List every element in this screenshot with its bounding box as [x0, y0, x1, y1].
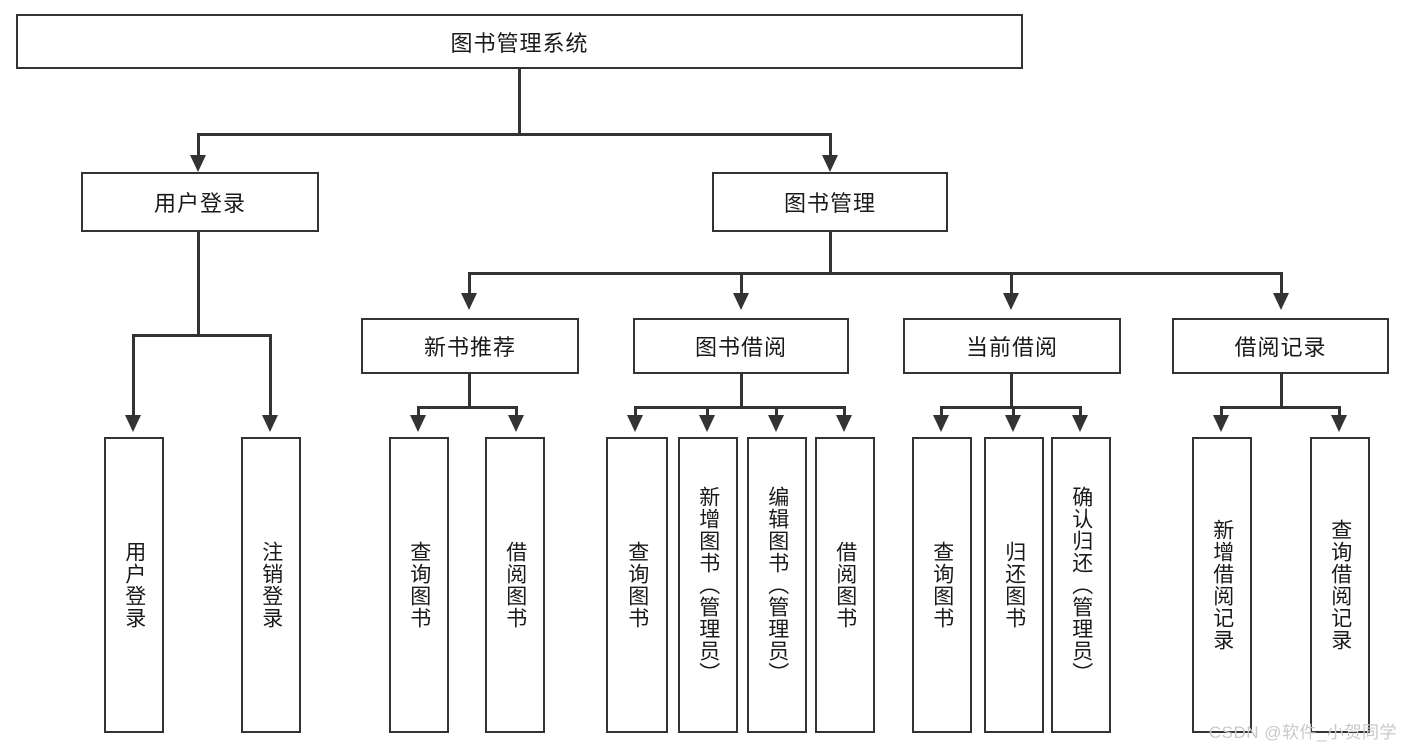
node-label: 图书管理 — [783, 191, 876, 216]
connector-borrow-bus — [634, 406, 846, 409]
connector-book-mgmt-to-records — [1280, 272, 1283, 296]
leaf-query-books-recommend[interactable]: 查询图书 — [389, 437, 449, 733]
connector-root-bus — [197, 133, 831, 136]
arrow-book-mgmt-to-borrow — [733, 293, 749, 310]
node-label: 借阅图书 — [833, 541, 857, 629]
leaf-add-borrow-record[interactable]: 新增借阅记录 — [1192, 437, 1252, 733]
leaf-confirm-return-admin[interactable]: 确认归还（管理员） — [1051, 437, 1111, 733]
connector-new-books-to-leaf-2 — [515, 406, 518, 418]
leaf-edit-book-admin[interactable]: 编辑图书（管理员） — [747, 437, 807, 733]
node-current-borrowing[interactable]: 当前借阅 — [903, 318, 1121, 374]
connector-new-books-to-leaf-1 — [417, 406, 420, 418]
node-book-borrowing[interactable]: 图书借阅 — [633, 318, 849, 374]
node-label: 用户登录 — [153, 191, 246, 216]
node-label: 借阅图书 — [503, 541, 527, 629]
arrow-root-to-user-login — [190, 155, 206, 172]
connector-root-to-book-mgmt — [829, 133, 832, 158]
connector-records-to-leaf-1 — [1220, 406, 1223, 418]
node-label: 注销登录 — [259, 541, 283, 629]
node-label: 新书推荐 — [423, 335, 516, 360]
arrow-current-to-leaf-1 — [933, 415, 949, 432]
connector-user-login-to-leaf-2 — [269, 334, 272, 418]
arrow-current-to-leaf-2 — [1005, 415, 1021, 432]
leaf-logout[interactable]: 注销登录 — [241, 437, 301, 733]
connector-user-login-stem — [197, 232, 200, 336]
node-borrow-records[interactable]: 借阅记录 — [1172, 318, 1389, 374]
node-user-login[interactable]: 用户登录 — [81, 172, 319, 232]
arrow-book-mgmt-to-current — [1003, 293, 1019, 310]
connector-borrow-to-leaf-2 — [706, 406, 709, 418]
node-root-book-management-system[interactable]: 图书管理系统 — [16, 14, 1023, 69]
connector-records-stem — [1280, 374, 1283, 408]
node-book-management[interactable]: 图书管理 — [712, 172, 948, 232]
node-label: 当前借阅 — [965, 335, 1058, 360]
leaf-add-book-admin[interactable]: 新增图书（管理员） — [678, 437, 738, 733]
leaf-user-login[interactable]: 用户登录 — [104, 437, 164, 733]
node-label: 编辑图书（管理员） — [765, 486, 789, 684]
connector-records-bus — [1220, 406, 1340, 409]
connector-borrow-stem — [740, 374, 743, 408]
connector-book-mgmt-bus — [468, 272, 1280, 275]
node-label: 查询图书 — [407, 541, 431, 629]
node-label: 查询图书 — [930, 541, 954, 629]
connector-current-stem — [1010, 374, 1013, 408]
arrow-new-books-to-leaf-2 — [508, 415, 524, 432]
connector-borrow-to-leaf-1 — [634, 406, 637, 418]
node-label: 归还图书 — [1002, 541, 1026, 629]
leaf-borrow-books[interactable]: 借阅图书 — [815, 437, 875, 733]
connector-current-to-leaf-2 — [1012, 406, 1015, 418]
connector-root-stem — [518, 69, 521, 133]
arrow-book-mgmt-to-records — [1273, 293, 1289, 310]
arrow-records-to-leaf-2 — [1331, 415, 1347, 432]
connector-borrow-to-leaf-3 — [775, 406, 778, 418]
arrow-user-login-to-leaf-1 — [125, 415, 141, 432]
node-label: 查询图书 — [625, 541, 649, 629]
arrow-records-to-leaf-1 — [1213, 415, 1229, 432]
arrow-user-login-to-leaf-2 — [262, 415, 278, 432]
connector-book-mgmt-stem — [829, 232, 832, 274]
connector-current-bus — [940, 406, 1082, 409]
connector-user-login-to-leaf-1 — [132, 334, 135, 418]
leaf-query-books-current[interactable]: 查询图书 — [912, 437, 972, 733]
arrow-current-to-leaf-3 — [1072, 415, 1088, 432]
connector-current-to-leaf-3 — [1079, 406, 1082, 418]
node-label: 用户登录 — [122, 541, 146, 629]
leaf-return-books[interactable]: 归还图书 — [984, 437, 1044, 733]
arrow-new-books-to-leaf-1 — [410, 415, 426, 432]
connector-book-mgmt-to-borrow — [740, 272, 743, 296]
connector-borrow-to-leaf-4 — [843, 406, 846, 418]
connector-current-to-leaf-1 — [940, 406, 943, 418]
connector-book-mgmt-to-new-books — [468, 272, 471, 296]
connector-book-mgmt-to-current — [1010, 272, 1013, 296]
node-new-book-recommendation[interactable]: 新书推荐 — [361, 318, 579, 374]
leaf-query-books-borrowing[interactable]: 查询图书 — [606, 437, 668, 733]
watermark-text: CSDN @软件_小贺同学 — [1208, 723, 1397, 742]
connector-new-books-stem — [468, 374, 471, 408]
connector-records-to-leaf-2 — [1338, 406, 1341, 418]
connector-user-login-bus — [132, 334, 269, 337]
arrow-borrow-to-leaf-4 — [836, 415, 852, 432]
leaf-query-borrow-record[interactable]: 查询借阅记录 — [1310, 437, 1370, 733]
connector-root-to-user-login — [197, 133, 200, 158]
arrow-root-to-book-mgmt — [822, 155, 838, 172]
node-label: 确认归还（管理员） — [1069, 486, 1093, 684]
connector-new-books-bus — [417, 406, 518, 409]
leaf-borrow-books-recommend[interactable]: 借阅图书 — [485, 437, 545, 733]
arrow-borrow-to-leaf-1 — [627, 415, 643, 432]
node-label: 借阅记录 — [1234, 335, 1327, 360]
arrow-borrow-to-leaf-2 — [699, 415, 715, 432]
node-label: 图书借阅 — [694, 335, 787, 360]
node-label: 图书管理系统 — [450, 30, 589, 56]
node-label: 查询借阅记录 — [1328, 519, 1352, 651]
arrow-book-mgmt-to-new-books — [461, 293, 477, 310]
node-label: 新增借阅记录 — [1210, 519, 1234, 651]
arrow-borrow-to-leaf-3 — [768, 415, 784, 432]
node-label: 新增图书（管理员） — [696, 486, 720, 684]
